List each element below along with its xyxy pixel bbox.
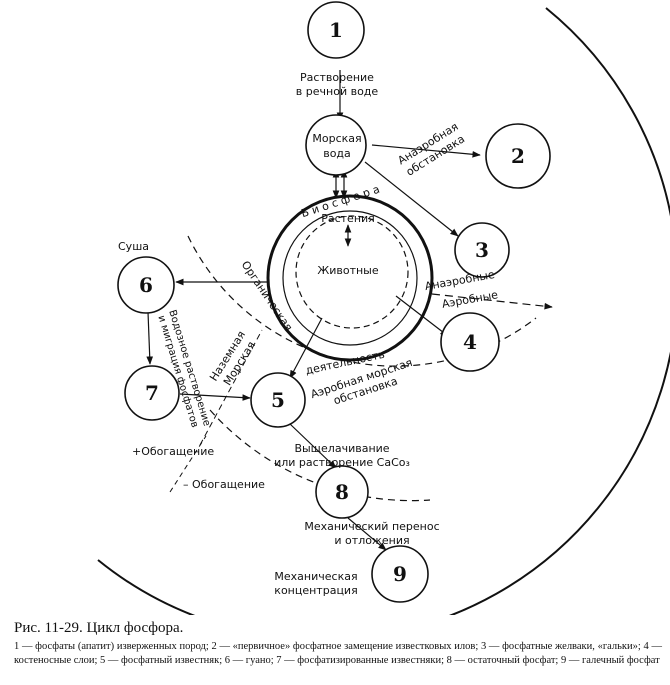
aerobic-label: Аэробные	[441, 288, 499, 311]
concentration-label-1: Механическая	[274, 570, 357, 583]
leaching-label-1: Выщелачивание	[294, 442, 389, 455]
biosphere-dashed-circle	[295, 215, 409, 329]
node-6-number: 6	[139, 273, 153, 297]
node-3: 3	[454, 222, 510, 278]
node-1: 1	[307, 1, 365, 59]
node-1-number: 1	[329, 18, 343, 42]
node-3-number: 3	[475, 238, 489, 262]
concentration-label-2: концентрация	[274, 584, 357, 597]
figure-caption: Рис. 11-29. Цикл фосфора. 1 — фосфаты (а…	[14, 620, 662, 668]
anaerobic-aerobic-divider	[431, 293, 553, 310]
phosphorus-cycle-diagram: 1 Морская вода 2 3 4 5 6 7 8 9 Растворен…	[97, 1, 670, 615]
node-2: 2	[485, 123, 551, 189]
node-4: 4	[440, 312, 500, 372]
node-9-number: 9	[393, 562, 407, 586]
caption-title: Рис. 11-29. Цикл фосфора.	[14, 620, 184, 636]
node-2-number: 2	[511, 144, 525, 168]
node-7: 7	[124, 365, 180, 421]
node-5: 5	[250, 372, 306, 428]
outer-solid-arc	[97, 7, 670, 615]
enrichment-divider	[169, 435, 207, 493]
sea-water-label-1: Морская	[312, 132, 361, 145]
land-label: Суша	[118, 240, 149, 253]
arrow-8-to-9	[347, 517, 387, 551]
organic-activity-label-1: Органическая	[239, 258, 296, 333]
enrichment-plus-label: +Обогащение	[132, 445, 214, 458]
sea-water-label-2: вода	[323, 147, 351, 160]
node-4-number: 4	[463, 330, 477, 354]
node-sea-water: Морская вода	[305, 114, 367, 176]
arrow-7-to-5	[179, 393, 251, 401]
ground-marine-divider	[199, 329, 263, 446]
node-9: 9	[371, 545, 429, 603]
plants-label: Растения	[321, 212, 375, 225]
transport-label-2: и отложения	[334, 534, 409, 547]
caption-text: 1 — фосфаты (апатит) изверженных пород; …	[14, 641, 662, 666]
arrow-to-4	[395, 295, 449, 337]
node-5-number: 5	[271, 388, 285, 412]
arrow-sea-to-3	[364, 161, 459, 237]
node-7-number: 7	[145, 381, 159, 405]
biosphere-inner-circle	[282, 210, 418, 346]
arrow-5-to-8	[289, 423, 337, 469]
arrow-6-to-7	[146, 311, 154, 365]
dissolution-label-1: Растворение	[300, 71, 374, 84]
node-8: 8	[315, 465, 369, 519]
biosphere-outer-ring	[266, 194, 434, 362]
arrow-sea-to-2	[371, 144, 481, 158]
transport-label-1: Механический перенос	[304, 520, 439, 533]
animals-label: Животные	[317, 264, 378, 277]
enrichment-minus-label: – Обогащение	[183, 478, 265, 491]
arrow-to-5	[289, 317, 323, 379]
node-6: 6	[117, 256, 175, 314]
node-8-number: 8	[335, 480, 349, 504]
leaching-label-2: или растворение CaCo₃	[274, 456, 410, 469]
inner-dashed-arc	[209, 409, 431, 502]
dissolution-label-2: в речной воде	[296, 85, 379, 98]
